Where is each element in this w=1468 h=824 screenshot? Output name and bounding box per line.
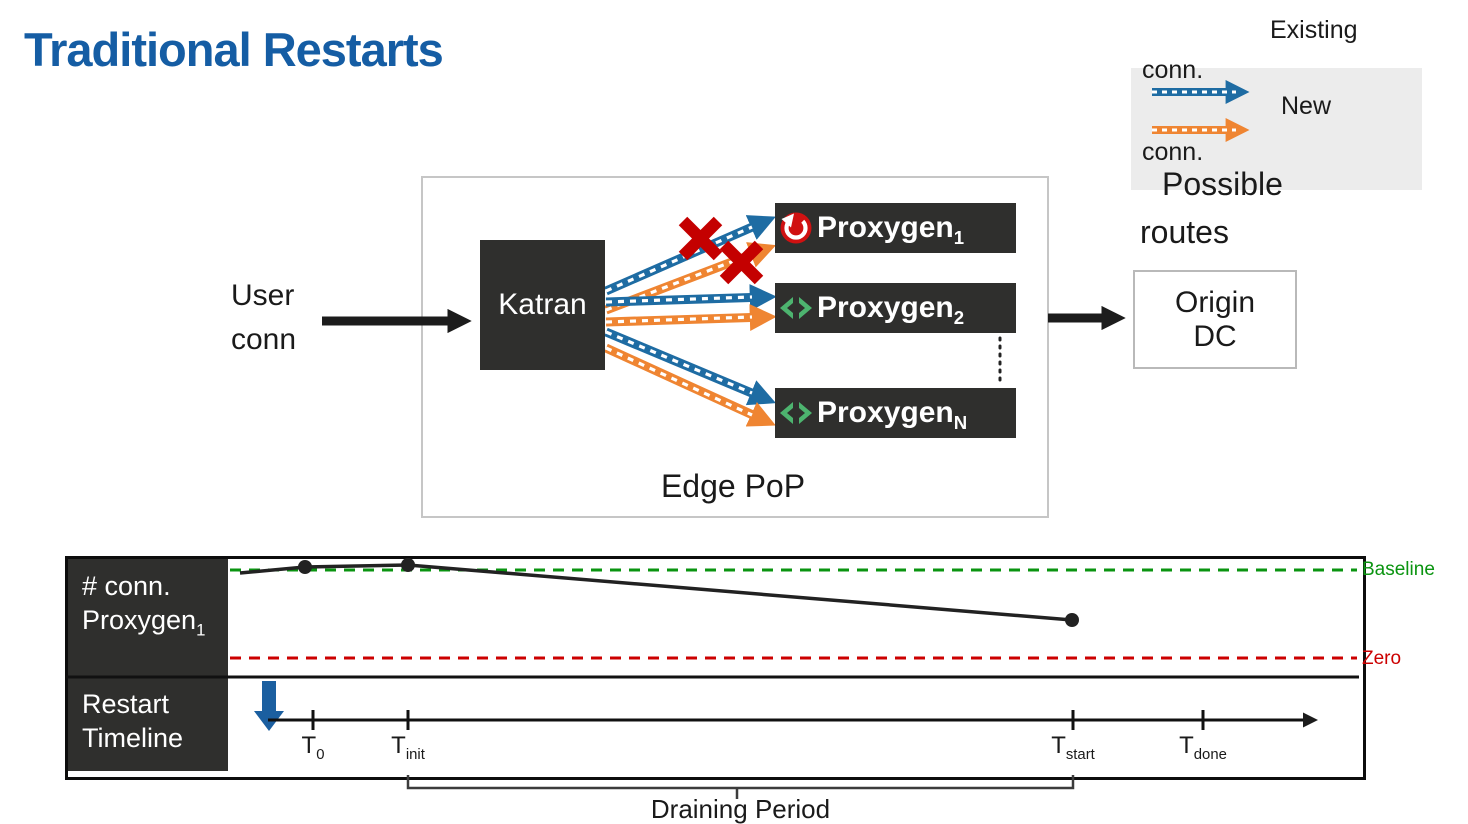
existing-conn-arrow-proxygen2 bbox=[605, 284, 777, 311]
restart-trigger-arrow bbox=[254, 681, 284, 731]
edge-pop-label: Edge PoP bbox=[660, 468, 806, 504]
proxygenN-box: ProxygenN bbox=[775, 388, 1016, 438]
conn-count-line2: Proxygen1 bbox=[82, 604, 206, 640]
restart-timeline-line1: Restart bbox=[82, 689, 170, 719]
legend-existing-conn-label: conn. bbox=[1142, 56, 1204, 84]
user-conn-line1: User bbox=[231, 279, 295, 312]
legend-possible-label: Possible bbox=[1162, 166, 1283, 202]
zero-label: Zero bbox=[1362, 648, 1402, 669]
conn-count-line1: # conn. bbox=[82, 571, 171, 601]
healthy-icon bbox=[780, 297, 812, 319]
draining-period-label: Draining Period bbox=[650, 794, 831, 824]
legend-new-conn-label: conn. bbox=[1142, 138, 1204, 166]
proxygenN-label: ProxygenN bbox=[817, 396, 968, 433]
legend-existing-label: Existing bbox=[1270, 16, 1358, 44]
origin-dc-line1: Origin bbox=[1174, 285, 1256, 319]
katran-label: Katran bbox=[498, 288, 587, 321]
legend-routes-label: routes bbox=[1140, 214, 1229, 250]
katran-box: Katran bbox=[480, 240, 605, 370]
tick-label-tstart: Tstart bbox=[1051, 732, 1095, 763]
proxygen2-label: Proxygen2 bbox=[817, 291, 965, 328]
proxygen1-box: Proxygen1 bbox=[775, 203, 1016, 253]
legend-new-label: New bbox=[1281, 92, 1332, 120]
tick-label-t0: T0 bbox=[301, 732, 325, 763]
origin-dc-line2: DC bbox=[1193, 319, 1237, 353]
tick-label-tinit: Tinit bbox=[391, 732, 425, 763]
page-title: Traditional Restarts bbox=[24, 23, 444, 76]
origin-dc-box: Origin DC bbox=[1133, 270, 1297, 369]
draining-period-bracket bbox=[406, 775, 1075, 799]
conn-count-label: # conn. Proxygen1 bbox=[82, 570, 205, 638]
new-conn-arrow-proxygen2 bbox=[605, 304, 777, 331]
proxygen1-label: Proxygen1 bbox=[817, 211, 965, 248]
timeline-chart-box bbox=[65, 556, 1366, 780]
user-conn-label: User conn bbox=[231, 274, 296, 363]
restart-timeline-label: Restart Timeline bbox=[82, 688, 183, 756]
existing-conn-arrow-proxygenN bbox=[604, 327, 776, 406]
tick-label-tdone: Tdone bbox=[1179, 732, 1227, 763]
restart-icon bbox=[780, 212, 812, 244]
restart-timeline-line2: Timeline bbox=[82, 722, 184, 753]
blocked-x-icon bbox=[678, 216, 723, 261]
edge-pop-container bbox=[421, 176, 1049, 518]
new-conn-arrow-proxygenN bbox=[604, 343, 776, 427]
baseline-label: Baseline bbox=[1362, 559, 1435, 580]
conn-count-line bbox=[239, 563, 1073, 622]
user-conn-line2: conn bbox=[231, 323, 297, 357]
proxygen2-box: Proxygen2 bbox=[775, 283, 1016, 333]
blocked-x-icon bbox=[719, 240, 764, 285]
conn-count-point bbox=[298, 560, 312, 574]
healthy-icon bbox=[780, 402, 812, 424]
conn-count-point bbox=[401, 558, 415, 572]
conn-count-point bbox=[1065, 613, 1079, 627]
chart-sidebar bbox=[68, 559, 228, 771]
